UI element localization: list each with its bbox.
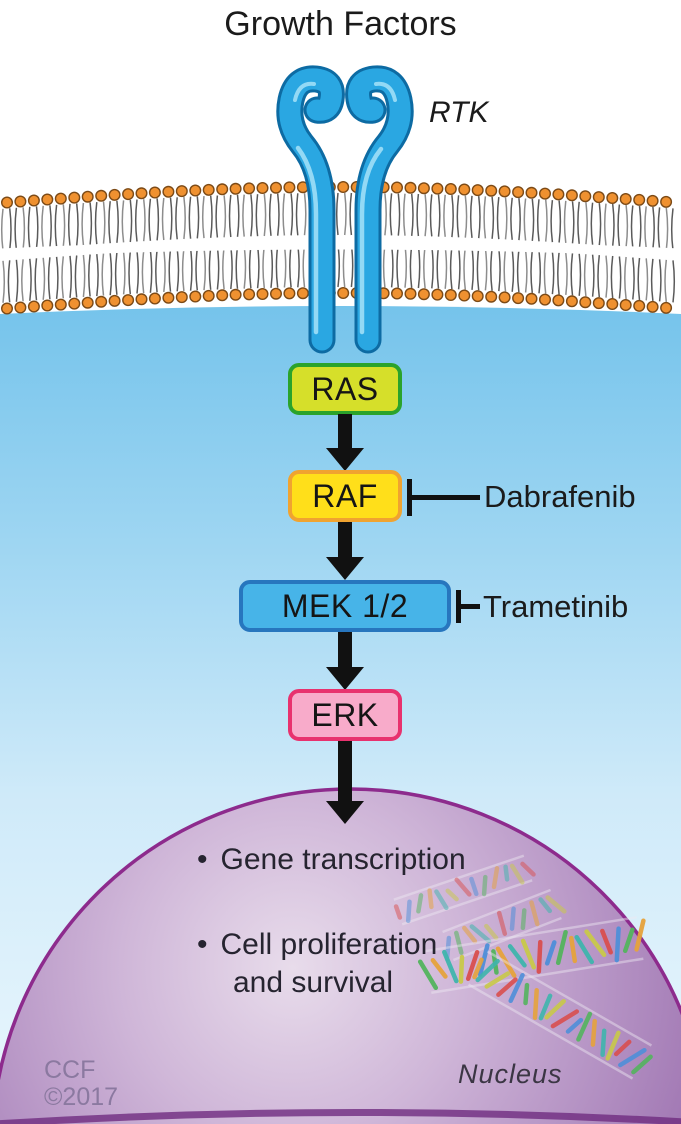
credit-org: CCF [44,1056,96,1084]
node-ras-label: RAS [311,370,379,407]
bullet-icon: • [197,928,208,961]
arrow-ras-to-raf [326,414,364,471]
effect-gene-transcription: • Gene transcription [197,841,466,879]
effect-cell-proliferation-text-line2: and survival [233,966,394,999]
arrow-erk-to-nucleus [326,741,364,824]
rtk-receptor-label: RTK [429,96,489,129]
nucleus-label: Nucleus [458,1059,563,1089]
inhibit-line-trametinib [456,604,480,609]
arrow-raf-to-mek [326,522,364,580]
inhibitor-trametinib-label: Trametinib [483,589,629,624]
node-raf: RAF [288,470,402,522]
credit-watermark: CCF ©2017 [44,1057,118,1111]
dna-strands [393,854,653,1080]
effect-cell-proliferation-text: Cell proliferation [220,928,438,961]
node-erk-label: ERK [311,696,379,733]
node-mek: MEK 1/2 [239,580,451,632]
inhibit-line-dabrafenib [407,495,480,500]
credit-year: ©2017 [44,1083,119,1111]
arrow-mek-to-erk [326,632,364,690]
cell-membrane [0,180,681,315]
inhibitor-dabrafenib-label: Dabrafenib [484,479,636,514]
node-ras: RAS [288,363,402,415]
node-erk: ERK [288,689,402,741]
node-raf-label: RAF [312,477,378,514]
figure-title: Growth Factors [224,5,457,43]
bullet-icon: • [197,843,208,876]
nucleus-bottom-rim [0,1108,681,1124]
effect-gene-transcription-text: Gene transcription [220,843,466,876]
effect-cell-proliferation: • Cell proliferation and survival [197,926,437,1002]
node-mek-label: MEK 1/2 [281,587,409,624]
rtk-receptor [276,65,414,354]
